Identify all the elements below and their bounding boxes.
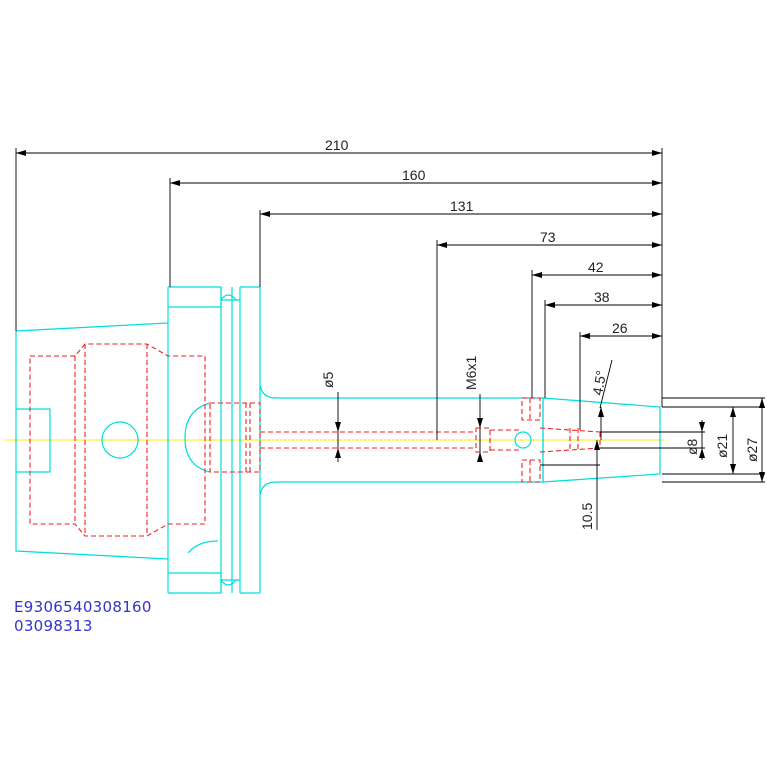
dim-73: 73 <box>540 229 556 245</box>
tool-holder-outline <box>15 286 661 594</box>
dim-thread-m6x1: M6x1 <box>463 356 479 390</box>
dim-38: 38 <box>594 289 610 305</box>
dimension-lines <box>15 148 765 530</box>
dimension-arrows <box>16 150 765 482</box>
part-code-line2: 03098313 <box>14 617 93 635</box>
dim-160: 160 <box>402 167 426 183</box>
dim-42: 42 <box>588 259 604 275</box>
dim-dia8: ø8 <box>684 438 700 455</box>
dim-10-5: 10.5 <box>579 503 595 530</box>
cross-hole-circle <box>101 421 139 459</box>
dim-131: 131 <box>450 198 474 214</box>
dim-dia5: ø5 <box>320 371 336 388</box>
part-code-line1: E9306540308160 <box>14 598 152 616</box>
dim-dia27: ø27 <box>744 438 760 462</box>
dim-26: 26 <box>612 320 628 336</box>
small-circle <box>514 431 532 449</box>
dim-dia21: ø21 <box>714 434 730 458</box>
dim-angle: 4.5° <box>589 369 609 396</box>
hidden-lines <box>29 343 601 537</box>
dim-210: 210 <box>325 137 349 153</box>
